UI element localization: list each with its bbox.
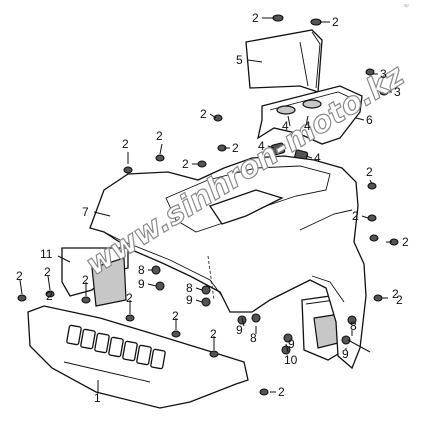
screw-icon (272, 14, 284, 22)
callout-1: 1 (94, 391, 101, 405)
callout-4: 4 (304, 119, 311, 133)
callout-8: 8 (186, 281, 193, 295)
screw-icon (373, 294, 383, 302)
callout-10: 11 (40, 247, 53, 261)
part-6-headlight-housing (257, 85, 363, 145)
callout-2: 2 (396, 293, 403, 307)
callout-6: 6 (366, 113, 373, 127)
leader-lines (19, 17, 392, 393)
callout-2: 2 (252, 11, 259, 25)
callout-2: 2 (332, 15, 339, 29)
screw-icon (197, 160, 207, 168)
callout-2: 2 (392, 287, 399, 301)
callout-5: 5 (236, 53, 243, 67)
nut-icon (201, 285, 211, 307)
callout-2: 2 (156, 129, 163, 143)
part-7-main-fender (89, 155, 367, 370)
callout-3: 3 (380, 67, 387, 81)
callout-2: 2 (44, 265, 51, 279)
callout-9: 9 (342, 347, 349, 361)
screw-icon (367, 214, 377, 222)
callout-2: 2 (210, 327, 217, 341)
callout-2: 2 (182, 157, 189, 171)
callout-8: 8 (250, 331, 257, 345)
callout-4: 4 (282, 119, 289, 133)
screw-icon (171, 330, 181, 338)
callout-2: 2 (366, 165, 373, 179)
part-10-left-bracket (61, 247, 129, 307)
callout-8: 8 (350, 319, 357, 333)
callout-2: 2 (82, 273, 89, 287)
screw-icon (45, 290, 55, 298)
callout-7: 7 (82, 205, 89, 219)
screw-icon (81, 296, 91, 304)
callout-2: 2 (126, 291, 133, 305)
callout-2: 2 (16, 269, 23, 283)
screw-icon (209, 350, 219, 358)
screw-icon (125, 314, 135, 322)
callout-2: 2 (172, 309, 179, 323)
callout-2: 2 (200, 107, 207, 121)
screw-icon (155, 154, 165, 162)
nut-icon (151, 265, 165, 291)
screw-icon (310, 18, 322, 26)
corner-mark: ᵃᵖ (404, 4, 409, 10)
callout-labels: 2 2 5 3 3 6 2 4 4 2 2 2 2 4 4 2 7 2 2 11… (16, 11, 409, 405)
callout-9: 10 (284, 353, 298, 367)
screw-icon (17, 294, 27, 302)
screw-icon (369, 234, 379, 242)
callout-3: 3 (394, 85, 401, 99)
part-1-front-bumper (27, 305, 249, 409)
callout-9: 9 (138, 277, 145, 291)
screw-icon (213, 114, 223, 122)
callout-4: 4 (314, 151, 321, 165)
callout-2: 2 (46, 289, 53, 303)
callout-8: 9 (288, 337, 295, 351)
screw-icons (17, 14, 399, 396)
callout-2: 2 (122, 137, 129, 151)
callout-2: 2 (402, 235, 409, 249)
callout-2: 2 (278, 385, 285, 399)
callout-9: 9 (186, 293, 193, 307)
callout-2: 2 (232, 141, 239, 155)
screw-icon (123, 166, 133, 174)
screw-icon (259, 388, 269, 396)
callout-4: 4 (258, 139, 265, 153)
nut-icon (341, 315, 357, 345)
callout-9: 9 (236, 323, 243, 337)
callout-8: 8 (138, 263, 145, 277)
callout-2: 2 (352, 209, 359, 223)
